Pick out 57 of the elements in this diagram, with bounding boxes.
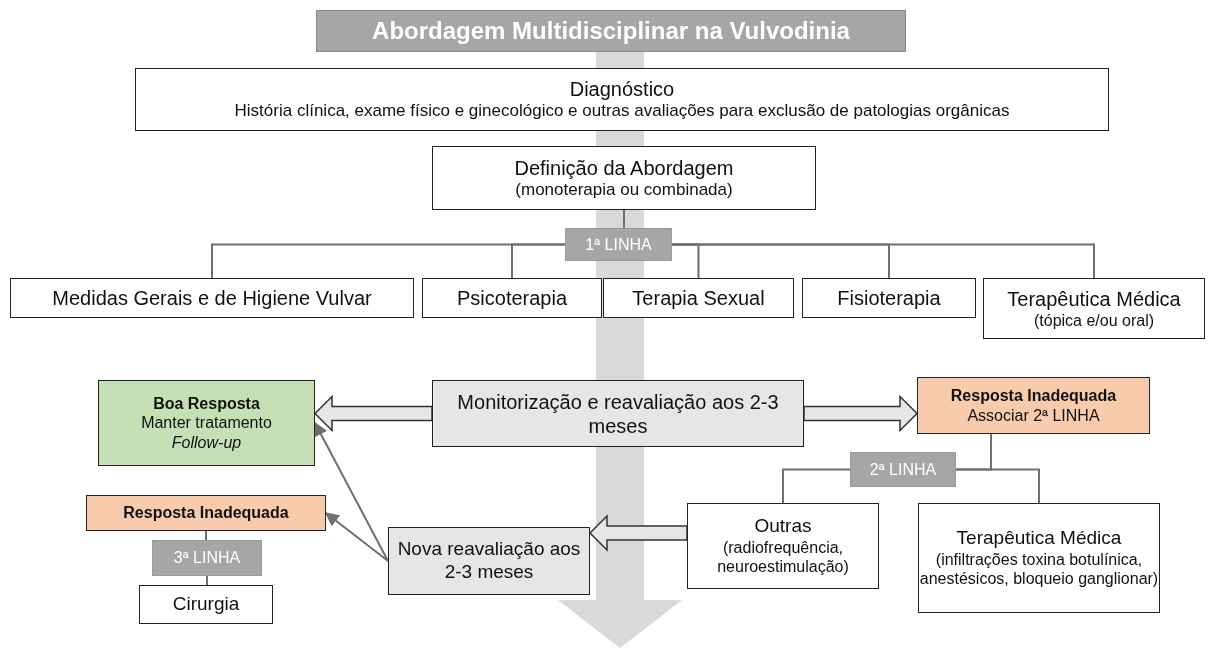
outcome-box	[917, 377, 1150, 434]
node-text: Associar 2ª LINHA	[967, 405, 1100, 425]
block-arrow	[803, 394, 919, 433]
process-box	[983, 278, 1205, 339]
node-text: (tópica e/ou oral)	[1033, 310, 1155, 331]
outcome-box	[86, 495, 326, 531]
outcome-box	[98, 380, 315, 466]
process-box	[139, 585, 273, 624]
node-text: 1ª LINHA	[585, 234, 652, 255]
connector-line	[205, 530, 207, 541]
process-box	[918, 503, 1160, 613]
node-text: Cirurgia	[172, 593, 240, 616]
node-text: 2ª LINHA	[869, 459, 937, 480]
node-text: História clínica, exame físico e ginecológico e outras avaliações para exclusão de patologias orgânicas	[234, 101, 1010, 122]
node-title: Definição da Abordagem	[514, 155, 734, 180]
node-text: Fisioterapia	[837, 286, 941, 310]
node-title: Outras	[754, 515, 812, 539]
node-title: Diagnóstico	[569, 77, 675, 102]
node-text: (infiltrações toxina botulínica, anestésicos, bloqueio ganglionar)	[919, 550, 1159, 589]
node-text: Psicoterapia	[456, 286, 568, 310]
node-text: (monoterapia ou combinada)	[515, 179, 733, 201]
process-box	[687, 503, 879, 589]
process-box	[802, 278, 976, 318]
connector-line	[206, 575, 208, 586]
process-box	[135, 68, 1109, 131]
monitoring-box	[432, 380, 804, 447]
process-box	[10, 278, 414, 318]
line-badge	[850, 452, 956, 487]
node-title: Terapêutica Médica	[956, 527, 1122, 551]
node-text: Follow-up	[171, 432, 242, 452]
node-title: Boa Resposta	[153, 394, 260, 414]
process-box	[603, 278, 794, 318]
arrow	[314, 421, 389, 562]
node-text: Medidas Gerais e de Higiene Vulvar	[52, 286, 372, 310]
connector-line	[955, 468, 1040, 504]
node-text: Terapia Sexual	[632, 286, 765, 310]
process-box	[432, 146, 816, 210]
node-text: Resposta Inadequada	[123, 503, 289, 523]
node-text: 3ª LINHA	[173, 548, 241, 568]
monitoring-box	[388, 527, 590, 595]
node-title: Resposta Inadequada	[950, 386, 1117, 406]
node-title: Terapêutica Médica	[1007, 286, 1181, 311]
process-box	[422, 278, 602, 318]
connector-line	[511, 243, 566, 279]
line-badge	[152, 540, 262, 576]
connector-line	[671, 243, 1095, 279]
node-text: Nova reavaliação aos 2-3 meses	[396, 538, 582, 584]
arrow	[324, 512, 389, 562]
line-badge	[565, 228, 672, 261]
block-arrow	[313, 394, 433, 433]
node-text: Monitorização e reavaliação aos 2-3 meses	[456, 389, 780, 438]
connector-line	[623, 209, 625, 229]
node-text: (radiofrequência, neuroestimulação)	[716, 538, 850, 577]
node-text: Manter tratamento	[141, 413, 272, 433]
connector-line	[782, 468, 851, 504]
block-arrow	[588, 514, 688, 552]
diagram-title: Abordagem Multidisciplinar na Vulvodinia	[316, 10, 906, 52]
